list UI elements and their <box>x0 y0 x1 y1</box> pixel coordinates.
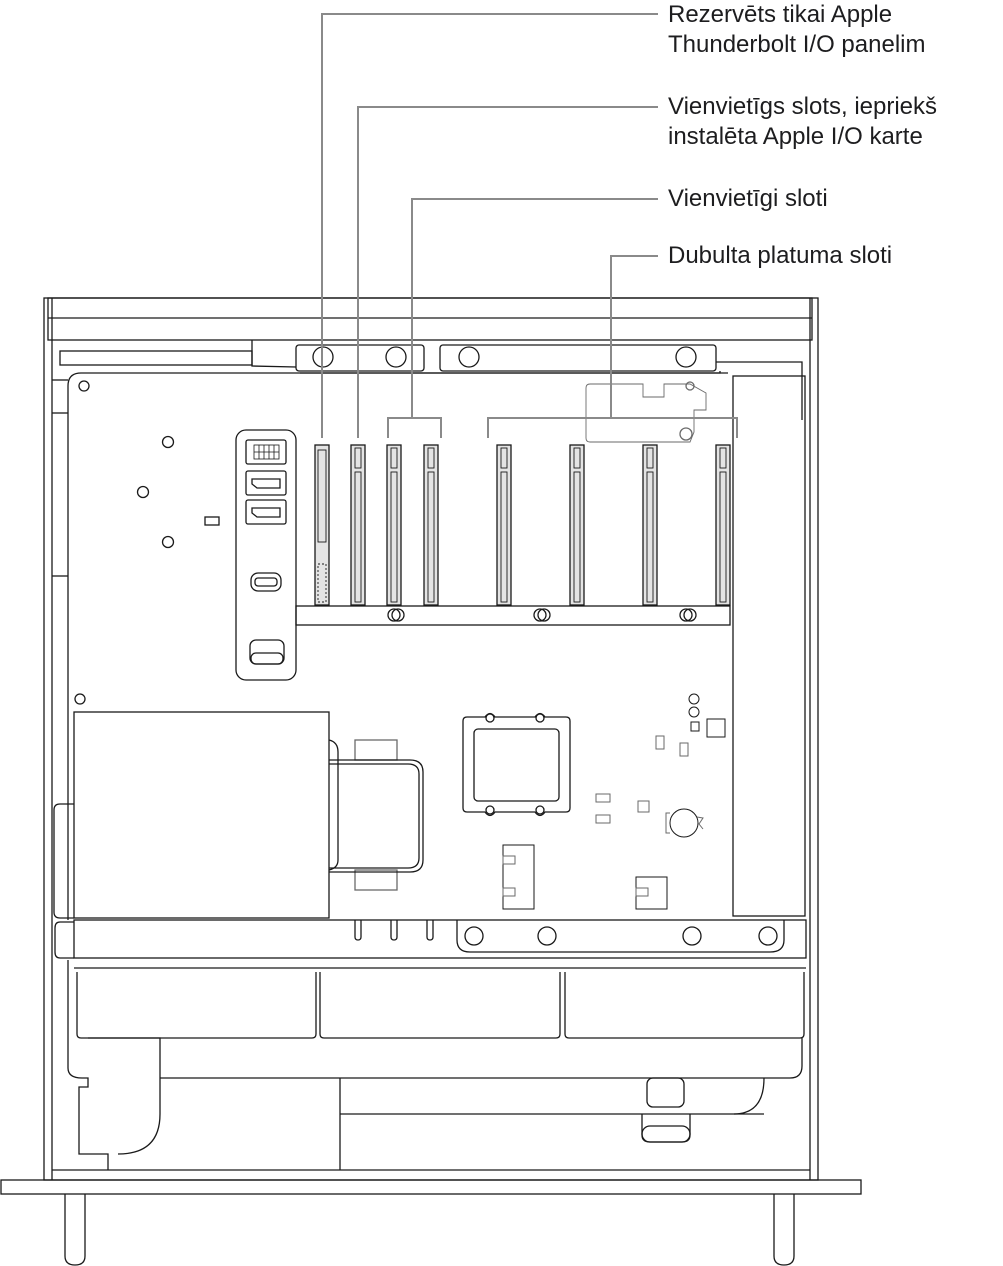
leader-single-wide-slots <box>411 198 658 418</box>
lower-rail <box>54 919 807 969</box>
pcie-slot-1 <box>314 444 330 606</box>
leader-double-wide-slots <box>610 255 658 418</box>
pcie-slot-8 <box>715 444 731 606</box>
right-riser <box>732 375 806 917</box>
drive-bays <box>52 960 810 1171</box>
callout-line: Rezervēts tikai Apple <box>668 1 893 28</box>
callout-thunderbolt-io-panel: Rezervēts tikai Apple Thunderbolt I/O pa… <box>668 0 925 60</box>
callout-leaders <box>321 13 738 438</box>
callout-double-wide-slots: Dubulta platuma sloti <box>668 241 892 271</box>
callout-line: Dubulta platuma sloti <box>668 242 893 269</box>
pcie-slot-3 <box>386 444 402 606</box>
power-supply <box>53 711 424 919</box>
bracket-outline <box>585 383 707 443</box>
pcie-slot-6 <box>569 444 585 606</box>
leader-single-slot-io-card <box>357 106 658 438</box>
board-components <box>502 693 726 910</box>
callout-single-wide-slots: Vienvietīgi sloti <box>668 184 828 214</box>
callout-line: Thunderbolt I/O panelim <box>668 31 926 58</box>
pcie-slot-2 <box>350 444 366 606</box>
thunderbolt-io-panel <box>235 429 297 681</box>
callout-line: Vienvietīgs slots, iepriekš <box>668 93 938 120</box>
leader-thunderbolt-io <box>321 13 658 438</box>
base-and-feet <box>0 1179 862 1266</box>
logic-board <box>52 372 728 920</box>
callout-line: Vienvietīgi sloti <box>668 185 828 212</box>
pcie-slots <box>295 444 731 626</box>
pcie-slot-5 <box>496 444 512 606</box>
pcie-slot-7 <box>642 444 658 606</box>
cpu-socket <box>462 712 571 817</box>
top-rail <box>59 340 803 420</box>
callout-single-slot-apple-io-card: Vienvietīgs slots, iepriekš instalēta Ap… <box>668 92 937 152</box>
pcie-slot-4 <box>423 444 439 606</box>
callout-line: instalēta Apple I/O karte <box>668 123 923 150</box>
